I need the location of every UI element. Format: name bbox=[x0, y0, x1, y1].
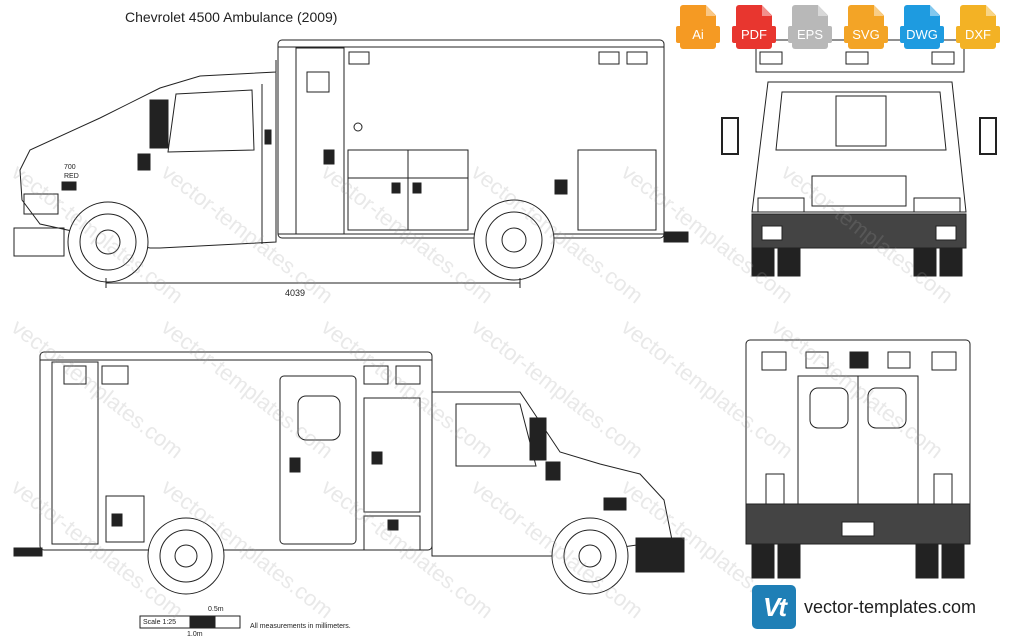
page-title: Chevrolet 4500 Ambulance (2009) bbox=[125, 9, 338, 25]
scale-bar bbox=[139, 615, 241, 629]
dxf-format-button[interactable]: DXF bbox=[956, 5, 1006, 49]
length-dimension: 4039 bbox=[285, 288, 306, 298]
measurement-note: All measurements in millimeters. bbox=[250, 623, 351, 630]
vt-logo-icon: Vt bbox=[752, 585, 796, 629]
eps-format-button[interactable]: EPS bbox=[788, 5, 838, 49]
plate-label: 700 RED bbox=[64, 164, 79, 180]
scale-label: Scale 1:25 bbox=[143, 619, 177, 626]
svg-format-label: SVG bbox=[844, 26, 888, 43]
ai-format-label: Ai bbox=[676, 26, 720, 43]
side-view-right bbox=[13, 351, 685, 595]
rear-view bbox=[745, 339, 971, 579]
brand-site-link[interactable]: vector-templates.com bbox=[804, 596, 977, 617]
pdf-format-label: PDF bbox=[732, 26, 776, 43]
scale-one-meter: 1.0m bbox=[187, 631, 203, 638]
dwg-format-button[interactable]: DWG bbox=[900, 5, 950, 49]
dxf-format-label: DXF bbox=[956, 26, 1000, 43]
format-badges: Ai PDF EPS SVG DWG DXF bbox=[676, 5, 1006, 49]
svg-format-button[interactable]: SVG bbox=[844, 5, 894, 49]
pdf-format-button[interactable]: PDF bbox=[732, 5, 782, 49]
front-view bbox=[721, 39, 997, 277]
side-view-left bbox=[13, 39, 689, 288]
ai-format-button[interactable]: Ai bbox=[676, 5, 726, 49]
scale-half-meter: 0.5m bbox=[208, 606, 224, 613]
brand-footer[interactable]: Vt vector-templates.com bbox=[752, 585, 976, 629]
eps-format-label: EPS bbox=[788, 26, 832, 43]
dwg-format-label: DWG bbox=[900, 26, 944, 43]
